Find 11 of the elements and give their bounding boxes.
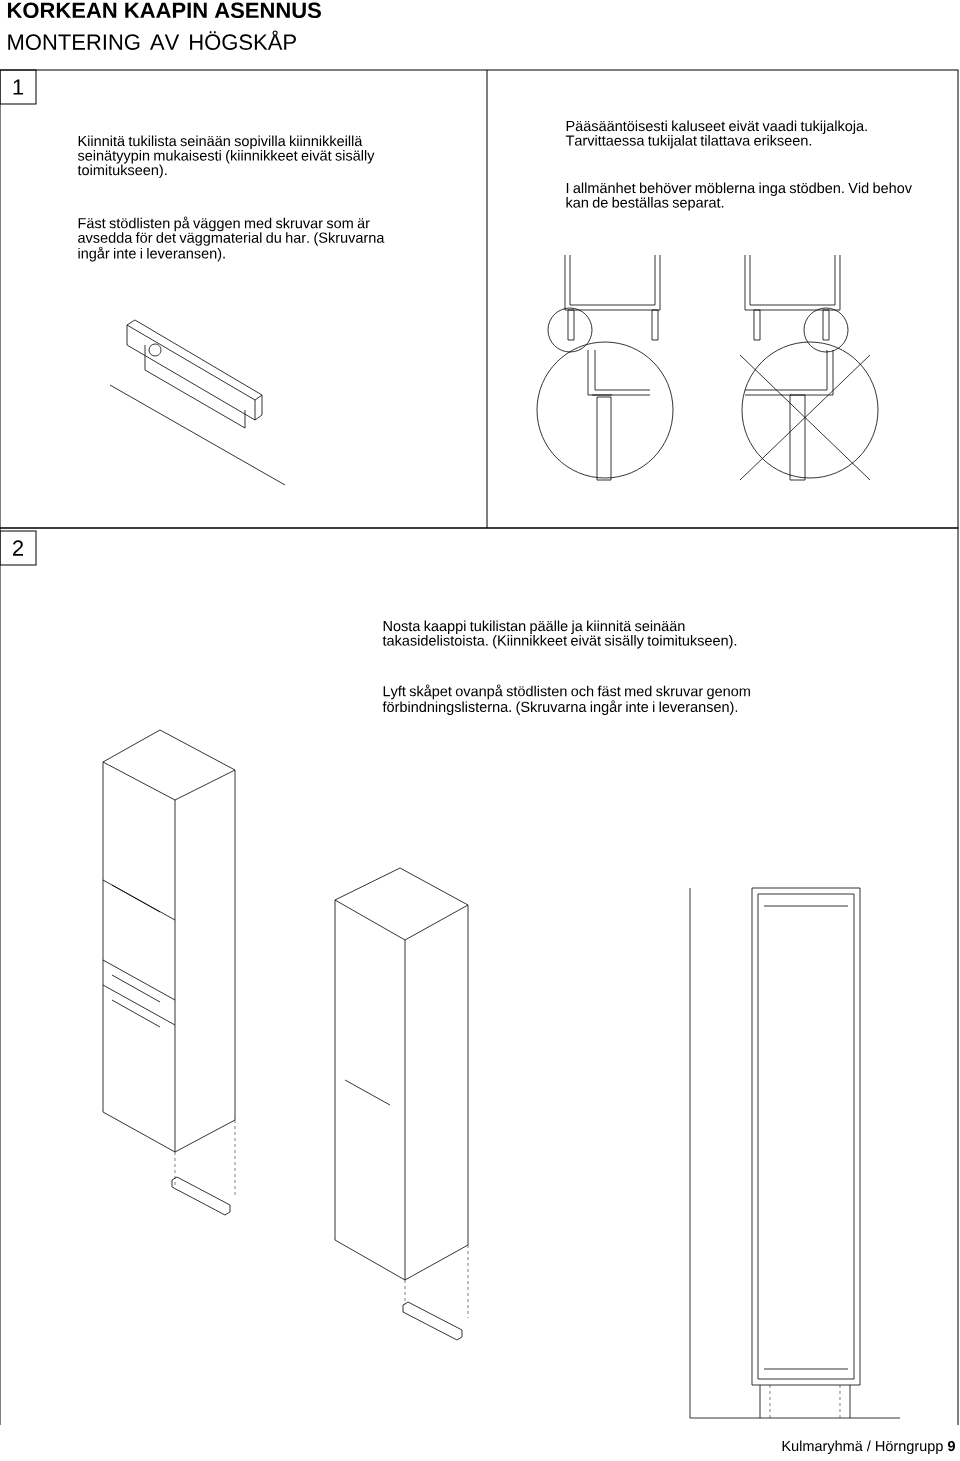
instruction-text: Nosta kaappi tukilistan päälle ja kiinnitä seinään takasidelistoista. (Kiinnikkeet eivät sisälly toimitukseen). <box>382 620 737 649</box>
instruction-text: Fäst stödlisten på väggen med skruvar som är avsedda för det väggmaterial du har. (Skruvarna ingår inte i leveransen). <box>78 216 385 262</box>
instruction-text: Kiinnitä tukilista seinään sopivilla kiinnikkeillä seinätyypin mukaisesti (kiinnikkeet eivät sisälly toimitukseen). <box>77 135 375 179</box>
instruction-text: Lyft skåpet ovanpå stödlisten och fäst med skruvar genom förbindningslisterna. (Skruvarna ingår inte i leveransen). <box>382 684 750 715</box>
step-number-box: 1 <box>0 69 37 105</box>
title: KORKEAN KAAPIN ASENNUS <box>7 2 321 19</box>
instruction-text: Pääsääntöisesti kaluseet eivät vaadi tukijalkoja. Tarvittaessa tukijalat tilattava erikseen. <box>565 120 867 149</box>
instruction-text: I allmänhet behöver möblerna inga stödben. Vid behov kan de beställas separat. <box>566 182 912 211</box>
subtitle: MONTERING AV HÖGSKÅP <box>8 30 296 50</box>
step-number-box: 2 <box>0 530 37 566</box>
page-footer: Kulmaryhmä / Hörngrupp 9 <box>782 1440 955 1455</box>
